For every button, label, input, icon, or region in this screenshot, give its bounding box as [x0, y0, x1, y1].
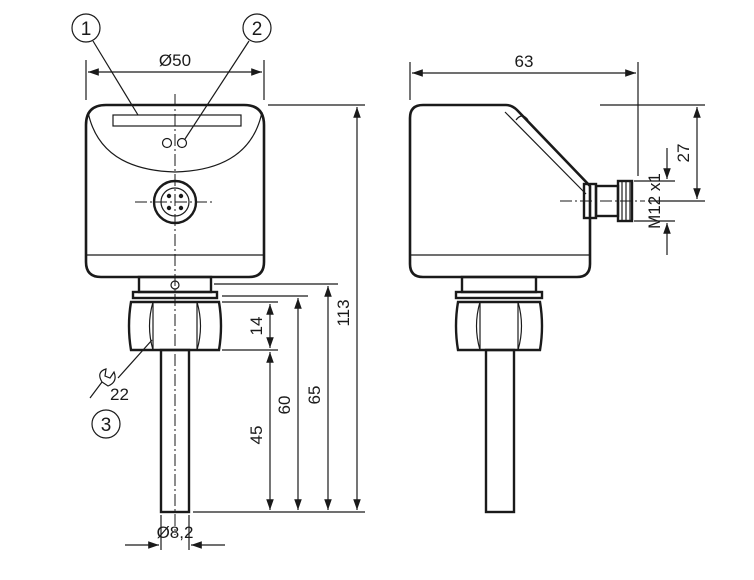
side-view — [408, 103, 645, 514]
dim-total-height-label: 113 — [334, 299, 353, 326]
dim-connector-thread: M12 x1 — [634, 148, 675, 255]
side-collar — [454, 290, 544, 300]
side-nut-chamfer-left — [475, 301, 481, 351]
led-left — [161, 137, 173, 149]
dim-connector-height-label: 27 — [674, 144, 693, 163]
front-hex-nut — [127, 300, 223, 352]
callout-1: 1 — [71, 13, 139, 116]
callout-1-label: 1 — [81, 19, 92, 40]
dim-probe-diameter: Ø8,2 — [125, 515, 225, 550]
dim-probe-diameter-label: Ø8,2 — [157, 523, 194, 542]
side-slope-edge — [504, 111, 587, 195]
dim-length-60: 60 — [222, 295, 308, 510]
front-view — [84, 94, 266, 535]
dim-length-65-label: 65 — [305, 386, 324, 405]
connector-pin-3 — [166, 205, 172, 211]
connector-pin-1 — [166, 193, 172, 199]
callout-3-label: 3 — [101, 415, 112, 436]
dim-nut-height-label: 14 — [247, 317, 266, 336]
side-hex-nut — [454, 300, 544, 352]
side-neck — [460, 275, 538, 294]
dim-length-45-label: 45 — [247, 426, 266, 445]
display-slot — [112, 114, 242, 127]
dim-connector-thread-label: M12 x1 — [645, 173, 664, 229]
callout-2-label: 2 — [252, 19, 263, 40]
connector-pin-2 — [178, 193, 184, 199]
nut-chamfer-left — [148, 301, 154, 351]
connector-pin-4 — [178, 205, 184, 211]
nut-chamfer-right — [196, 301, 202, 351]
side-probe — [484, 348, 516, 514]
callout-2: 2 — [184, 13, 272, 140]
side-nut-chamfer-right — [517, 301, 523, 351]
side-top-bump — [515, 115, 529, 121]
wrench-icon — [89, 368, 116, 399]
dim-length-65: 65 — [214, 283, 338, 510]
dim-body-diameter: Ø50 — [85, 51, 265, 100]
dim-connector-height-27: 27 — [600, 104, 705, 202]
dim-length-60-label: 60 — [275, 396, 294, 415]
side-housing — [408, 103, 592, 279]
dim-body-diameter-label: Ø50 — [159, 51, 191, 70]
dim-length-45: 45 — [247, 352, 274, 510]
wrench-size-label: 22 — [110, 385, 129, 404]
led-right — [176, 137, 188, 149]
wrench-callout: 22 3 — [89, 339, 153, 439]
dim-width-63: 63 — [409, 52, 639, 176]
display-window-arc — [87, 111, 263, 173]
dim-total-height: 113 — [193, 104, 365, 513]
dim-width-63-label: 63 — [515, 52, 534, 71]
dim-nut-height: 14 — [222, 301, 278, 351]
